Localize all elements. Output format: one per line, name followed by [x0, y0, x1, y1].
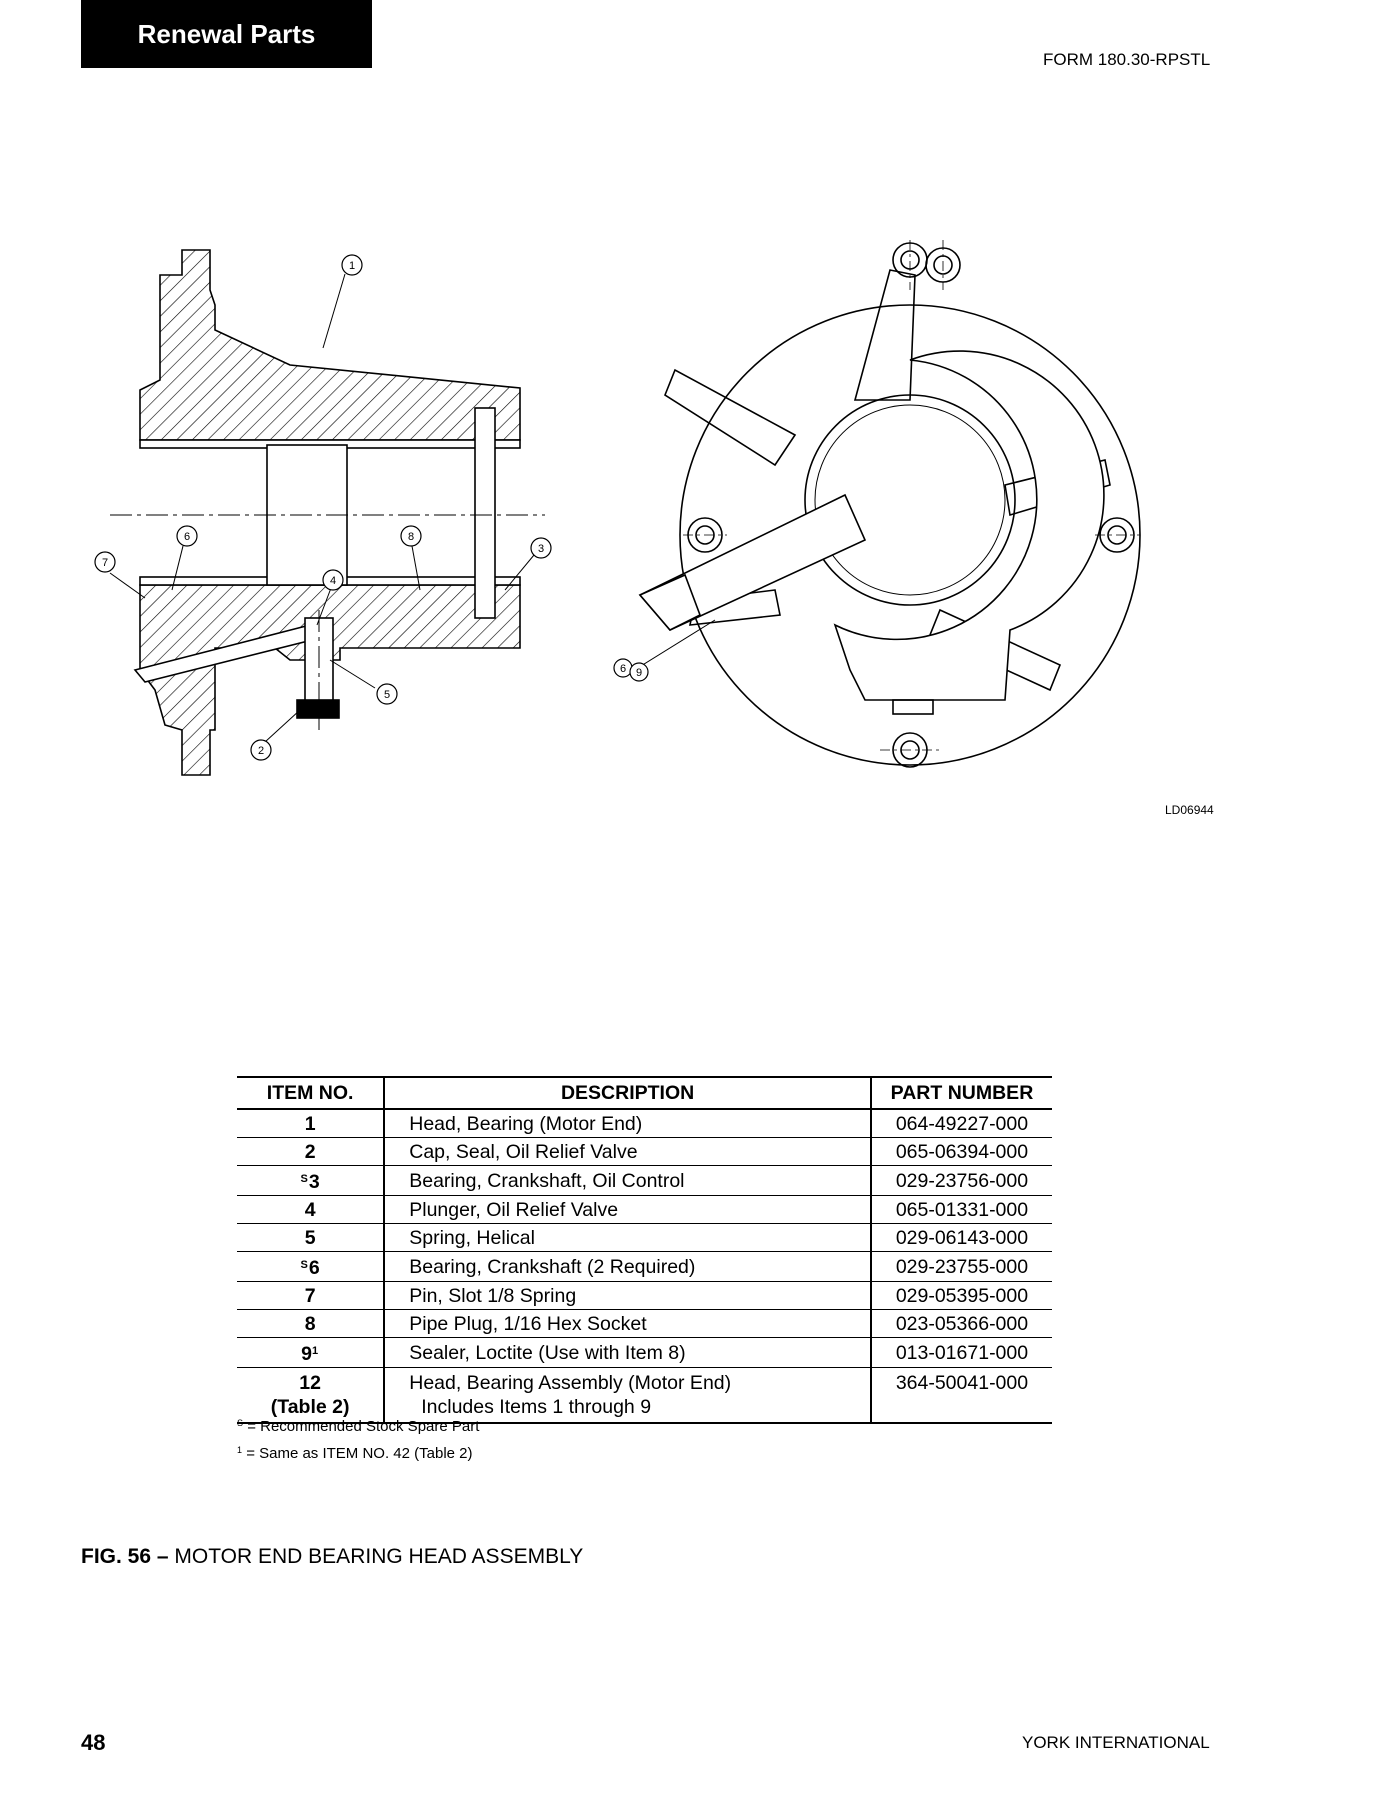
part-number: 364-50041-000 — [870, 1367, 1052, 1424]
callout-1: 1 — [349, 260, 355, 272]
part-number: 029-23755-000 — [870, 1251, 1052, 1282]
figure-caption: FIG. 56 – MOTOR END BEARING HEAD ASSEMBL… — [81, 1545, 583, 1569]
table-row: 7 Pin, Slot 1/8 Spring 029-05395-000 — [237, 1281, 1052, 1310]
callout-5: 5 — [384, 689, 390, 701]
description: Head, Bearing Assembly (Motor End) Inclu… — [384, 1367, 872, 1424]
figure-title: MOTOR END BEARING HEAD ASSEMBLY — [174, 1545, 584, 1568]
description: Head, Bearing (Motor End) — [384, 1109, 872, 1138]
item-no: 4 — [237, 1195, 386, 1224]
description: Spring, Helical — [384, 1223, 872, 1252]
table-row: 91 Sealer, Loctite (Use with Item 8) 013… — [237, 1337, 1052, 1368]
table-header-row: ITEM NO. DESCRIPTION PART NUMBER — [237, 1076, 1052, 1110]
description: Plunger, Oil Relief Valve — [384, 1195, 872, 1224]
part-number: 029-23756-000 — [870, 1165, 1052, 1196]
parts-table: ITEM NO. DESCRIPTION PART NUMBER 1 Head,… — [237, 1076, 1052, 1424]
callout-3: 3 — [538, 543, 544, 555]
item-no: S3 — [237, 1165, 386, 1196]
part-number: 065-06394-000 — [870, 1137, 1052, 1166]
footnote-spare: S = Recommended Stock Spare Part — [237, 1418, 480, 1435]
description: Sealer, Loctite (Use with Item 8) — [384, 1337, 872, 1368]
callout-6: 6 — [184, 531, 190, 543]
item-no: 5 — [237, 1223, 386, 1252]
drawing-code: LD06944 — [1165, 803, 1214, 817]
callout-8: 8 — [408, 531, 414, 543]
section-tab-label: Renewal Parts — [137, 18, 316, 49]
page-number: 48 — [81, 1730, 106, 1755]
part-number: 013-01671-000 — [870, 1337, 1052, 1368]
item-no: 91 — [237, 1337, 386, 1368]
part-number: 029-06143-000 — [870, 1223, 1052, 1252]
header-description: DESCRIPTION — [384, 1076, 872, 1110]
form-number: FORM 180.30-RPSTL — [1043, 50, 1211, 69]
item-no: 7 — [237, 1281, 386, 1310]
item-no: 2 — [237, 1137, 386, 1166]
description: Bearing, Crankshaft, Oil Control — [384, 1165, 872, 1196]
part-number: 064-49227-000 — [870, 1109, 1052, 1138]
table-row: 1 Head, Bearing (Motor End) 064-49227-00… — [237, 1109, 1052, 1138]
description: Cap, Seal, Oil Relief Valve — [384, 1137, 872, 1166]
table-row: 8 Pipe Plug, 1/16 Hex Socket 023-05366-0… — [237, 1309, 1052, 1338]
table-row: 12 (Table 2) Head, Bearing Assembly (Mot… — [237, 1367, 1052, 1424]
header-item-no: ITEM NO. — [237, 1076, 386, 1110]
footnote-mark: 1 — [311, 1345, 319, 1357]
part-number: 029-05395-000 — [870, 1281, 1052, 1310]
header-part-number: PART NUMBER — [870, 1076, 1052, 1110]
table-row: S3 Bearing, Crankshaft, Oil Control 029-… — [237, 1165, 1052, 1196]
table-row: 4 Plunger, Oil Relief Valve 065-01331-00… — [237, 1195, 1052, 1224]
item-no: 1 — [237, 1109, 386, 1138]
callout-4: 4 — [330, 575, 336, 587]
item-no: 8 — [237, 1309, 386, 1338]
item-no: 12 (Table 2) — [237, 1367, 386, 1424]
bearing-head-drawing: 1 2 3 4 5 6 7 8 6 9 — [94, 240, 1141, 776]
description: Bearing, Crankshaft (2 Required) — [384, 1251, 872, 1282]
publisher: YORK INTERNATIONAL — [1022, 1733, 1210, 1752]
section-view — [133, 249, 521, 776]
table-row: S6 Bearing, Crankshaft (2 Required) 029-… — [237, 1251, 1052, 1282]
table-row: 2 Cap, Seal, Oil Relief Valve 065-06394-… — [237, 1137, 1052, 1166]
callout-7: 7 — [102, 557, 108, 569]
spare-mark: S — [300, 1259, 308, 1271]
callout-2: 2 — [258, 745, 264, 757]
part-number: 065-01331-000 — [870, 1195, 1052, 1224]
section-tab: Renewal Parts — [81, 0, 372, 68]
item-no: S6 — [237, 1251, 386, 1282]
part-number: 023-05366-000 — [870, 1309, 1052, 1338]
callout-9: 9 — [636, 667, 642, 679]
spare-mark: S — [300, 1173, 308, 1185]
footnote-same-as: 1 = Same as ITEM NO. 42 (Table 2) — [237, 1445, 473, 1462]
end-view — [638, 242, 1141, 768]
description: Pipe Plug, 1/16 Hex Socket — [384, 1309, 872, 1338]
description: Pin, Slot 1/8 Spring — [384, 1281, 872, 1310]
callout-6-right: 6 — [620, 663, 626, 675]
table-row: 5 Spring, Helical 029-06143-000 — [237, 1223, 1052, 1252]
figure-label: FIG. 56 – — [81, 1545, 169, 1568]
